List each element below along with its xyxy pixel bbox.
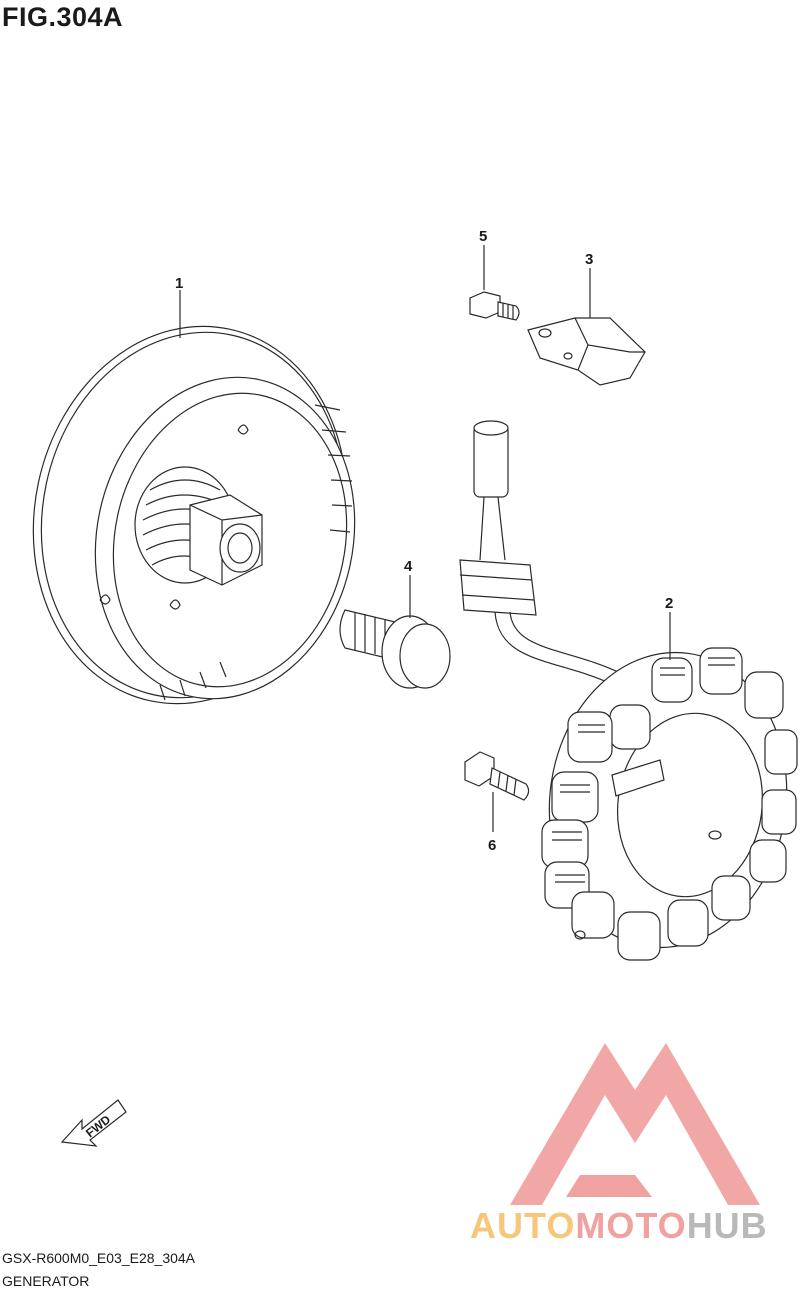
stator-part [459, 420, 798, 961]
callout-6: 6 [488, 837, 496, 854]
callout-4: 4 [404, 558, 413, 575]
watermark-hub: HUB [686, 1205, 768, 1246]
bolt-part-5 [469, 291, 520, 321]
watermark-mark [510, 1043, 760, 1205]
figure-code: GSX-R600M0_E03_E28_304A [2, 1250, 196, 1266]
figure-title: FIG.304A [2, 2, 124, 32]
callout-5: 5 [479, 228, 487, 245]
watermark-moto: MOTO [575, 1205, 687, 1246]
callout-3: 3 [585, 251, 593, 268]
screw-part-6 [464, 751, 530, 801]
bracket-part-3 [527, 317, 646, 386]
bolt-part-4 [339, 609, 451, 689]
stator-coils [541, 647, 798, 961]
watermark-logo: AUTOMOTOHUB [470, 1035, 800, 1250]
watermark-text: AUTOMOTOHUB [470, 1205, 800, 1247]
figure-name: GENERATOR [2, 1273, 90, 1289]
callout-2: 2 [665, 595, 673, 612]
callout-1: 1 [175, 275, 183, 292]
rotor-part [32, 325, 356, 705]
fwd-arrow: FWD [60, 1099, 127, 1147]
watermark-auto: AUTO [470, 1205, 576, 1246]
